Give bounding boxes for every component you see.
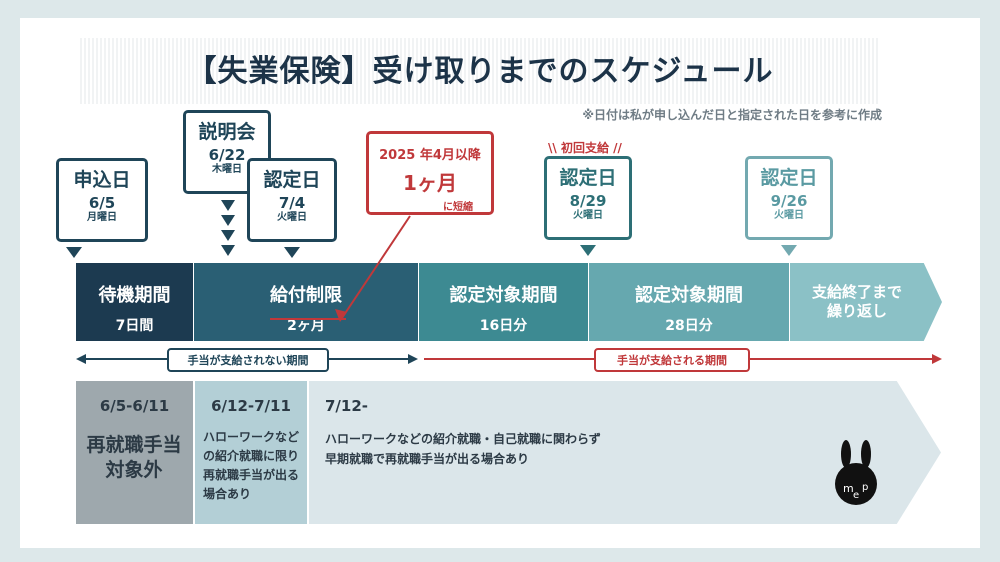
callout-tail xyxy=(580,245,596,256)
panel-title: 7/12- xyxy=(325,397,369,415)
segment-benefit-restriction: 給付制限 2ヶ月 xyxy=(194,263,418,341)
segment-sub: 28日分 xyxy=(665,318,713,334)
segment-title: 待機期間 xyxy=(98,285,171,306)
callout-weekday: 月曜日 xyxy=(87,212,117,223)
page-title: 【失業保険】受け取りまでのスケジュール xyxy=(186,54,774,89)
callout-weekday: 火曜日 xyxy=(573,210,603,221)
callout-shortened: に短縮 xyxy=(443,202,473,213)
segment-certification-period-2: 認定対象期間 28日分 xyxy=(589,263,789,341)
callout-date: 6/22 xyxy=(208,146,246,164)
segment-title: 支給終了まで 繰り返し xyxy=(811,283,902,320)
callout-certification-day-3: 認定日 9/26 火曜日 xyxy=(745,156,833,240)
callout-shortened-restriction: 2025 年4月以降 1ヶ月 に短縮 xyxy=(366,131,494,215)
segment-sub: 2ヶ月 xyxy=(287,318,325,334)
callout-tail xyxy=(781,245,797,256)
panel-body-line-2: 早期就職で再就職手当が出る場合あり xyxy=(325,452,530,466)
panel-body-line-1: ハローワークなどの紹介就職・自己就職に関わらず xyxy=(325,432,601,446)
callout-date: 6/5 xyxy=(88,194,116,212)
callout-tail xyxy=(284,247,300,258)
unpaid-period-label: 手当が支給されない期間 xyxy=(167,348,329,372)
callout-weekday: 火曜日 xyxy=(277,212,307,223)
segment-title: 認定対象期間 xyxy=(449,285,558,306)
callout-label: 申込日 xyxy=(73,169,131,191)
panel-body: ハローワークなどの紹介就職・自己就職に関わらず 早期就職で再就職手当が出る場合あ… xyxy=(325,429,941,469)
segment-sub: 16日分 xyxy=(479,318,528,334)
callout-label: 認定日 xyxy=(263,169,321,191)
panel-title: 6/5-6/11 xyxy=(99,397,170,415)
svg-text:m: m xyxy=(843,482,854,495)
callout-label: 認定日 xyxy=(760,167,818,189)
down-triangles-icon xyxy=(221,200,235,256)
rabbit-mascot-icon: m e p xyxy=(835,440,877,505)
callout-duration: 1ヶ月 xyxy=(403,171,457,195)
svg-text:p: p xyxy=(862,482,868,493)
svg-text:e: e xyxy=(853,490,859,501)
callout-tail xyxy=(66,247,82,258)
panel-body: ハローワークなどの紹介就職に限り再就職手当が出る場合あり xyxy=(203,430,300,501)
first-payment-label: \\ 初回支給 // xyxy=(548,141,622,155)
panel-body: 再就職手当 対象外 xyxy=(86,434,182,481)
segment-repeat-until-end: 支給終了まで 繰り返し xyxy=(790,263,942,341)
callout-certification-day-2: 認定日 8/29 火曜日 xyxy=(544,156,632,240)
segment-title: 給付制限 xyxy=(270,285,342,306)
callout-date: 7/4 xyxy=(278,194,306,212)
paid-period-label: 手当が支給される期間 xyxy=(594,348,750,372)
callout-weekday: 木曜日 xyxy=(212,164,242,175)
callout-apply-day: 申込日 6/5 月曜日 xyxy=(56,158,148,242)
panel-title: 6/12-7/11 xyxy=(211,397,291,415)
callout-year: 2025 年4月以降 xyxy=(379,148,481,163)
callout-date: 8/29 xyxy=(569,192,607,210)
panel-limited-eligibility: 6/12-7/11 ハローワークなどの紹介就職に限り再就職手当が出る場合あり xyxy=(195,381,307,524)
panel-not-eligible: 6/5-6/11 再就職手当 対象外 xyxy=(76,381,193,524)
callout-weekday: 火曜日 xyxy=(774,210,804,221)
footnote: ※日付は私が申し込んだ日と指定された日を参考に作成 xyxy=(582,108,882,122)
callout-certification-day-1: 認定日 7/4 火曜日 xyxy=(247,158,337,242)
callout-date: 9/26 xyxy=(770,192,808,210)
segment-certification-period-1: 認定対象期間 16日分 xyxy=(419,263,588,341)
segment-sub: 7日間 xyxy=(115,318,154,334)
callout-label: 説明会 xyxy=(198,121,256,143)
segment-title: 認定対象期間 xyxy=(635,285,743,306)
segment-waiting-period: 待機期間 7日間 xyxy=(76,263,193,341)
callout-label: 認定日 xyxy=(559,167,617,189)
title-band xyxy=(80,38,880,104)
panel-full-eligibility: 7/12- ハローワークなどの紹介就職・自己就職に関わらず 早期就職で再就職手当… xyxy=(309,381,941,524)
